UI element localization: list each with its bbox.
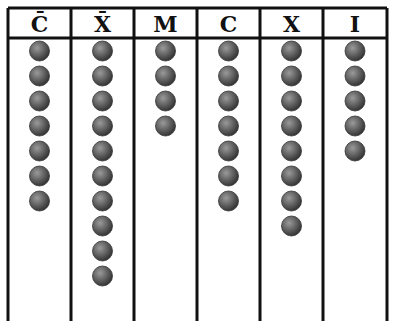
board-lines: [8, 8, 387, 321]
counter-bead: [93, 91, 113, 111]
counter-bead: [345, 116, 365, 136]
counter-bead: [282, 66, 302, 86]
counter-bead: [345, 141, 365, 161]
counter-bead: [282, 91, 302, 111]
counter-bead: [219, 91, 239, 111]
column-divider: [70, 8, 73, 321]
counter-bead: [30, 116, 50, 136]
counter-bead: [93, 116, 113, 136]
counter-bead: [93, 166, 113, 186]
counter-bead: [282, 166, 302, 186]
counter-bead: [219, 141, 239, 161]
counter-bead: [93, 41, 113, 61]
counter-bead: [219, 116, 239, 136]
counter-bead: [93, 141, 113, 161]
counter-bead: [156, 41, 176, 61]
counter-bead: [30, 141, 50, 161]
counter-bead: [219, 41, 239, 61]
counter-bead: [156, 91, 176, 111]
counter-bead: [282, 41, 302, 61]
counter-bead: [282, 141, 302, 161]
counter-bead: [345, 91, 365, 111]
column-divider: [196, 8, 199, 321]
counter-bead: [282, 216, 302, 236]
counter-bead: [156, 66, 176, 86]
counter-bead: [30, 41, 50, 61]
column-header: M: [136, 10, 195, 38]
counter-bead: [93, 66, 113, 86]
counter-bead: [219, 166, 239, 186]
counter-bead: [282, 191, 302, 211]
column-header: C̄: [10, 10, 69, 38]
column-header: C: [199, 10, 258, 38]
column-divider: [386, 8, 389, 321]
column-divider: [7, 8, 10, 321]
counter-bead: [93, 266, 113, 286]
counter-bead: [219, 191, 239, 211]
column-divider: [322, 8, 325, 321]
column-divider: [133, 8, 136, 321]
column-header: X: [262, 10, 321, 38]
counter-bead: [156, 116, 176, 136]
counter-bead: [219, 66, 239, 86]
counter-bead: [93, 216, 113, 236]
column-header: X̄: [73, 10, 132, 38]
counter-bead: [30, 91, 50, 111]
bead-group: [30, 41, 366, 286]
column-header: I: [325, 10, 385, 38]
counter-bead: [345, 66, 365, 86]
column-divider: [259, 8, 262, 321]
counter-bead: [93, 241, 113, 261]
counter-bead: [30, 66, 50, 86]
counter-bead: [345, 41, 365, 61]
counter-bead: [282, 116, 302, 136]
counter-bead: [30, 191, 50, 211]
counter-bead: [93, 191, 113, 211]
counter-bead: [30, 166, 50, 186]
